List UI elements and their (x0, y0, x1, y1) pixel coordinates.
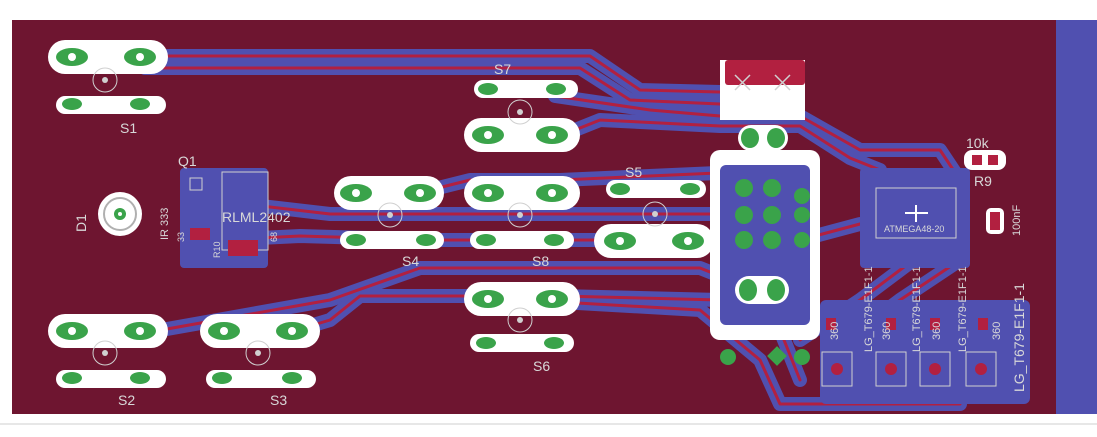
s8-label: S8 (532, 253, 549, 269)
s3-label: S3 (270, 392, 287, 408)
ic-label: ATMEGA48-20 (884, 224, 944, 234)
r360a-label: 360 (829, 322, 841, 340)
switch-s1: S1 (48, 40, 168, 136)
s2-label: S2 (118, 392, 135, 408)
connector-x-marks (734, 74, 791, 91)
q1-area: Q1 RLML2402 33 68 R10 (176, 153, 291, 258)
r68-label: 68 (269, 232, 279, 242)
switch-s8: S8 (464, 176, 580, 269)
led3-label: LG_T679-E1F1-1 (957, 266, 969, 352)
board-edge-strip (1056, 20, 1097, 414)
ic-u1: ATMEGA48-20 (875, 187, 957, 239)
s6-label: S6 (533, 358, 550, 374)
led2-label: LG_T679-E1F1-1 (911, 266, 923, 352)
s4-label: S4 (402, 253, 419, 269)
switch-s7: S7 (464, 61, 580, 152)
r10-label: R10 (212, 241, 222, 258)
connector-header-red (725, 60, 805, 85)
led1-label: LG_T679-E1F1-1 (863, 266, 875, 352)
r9-label: R9 (974, 173, 992, 189)
led4-label: LG_T679-E1F1-1 (1011, 283, 1027, 392)
r360d-label: 360 (991, 322, 1003, 340)
s5-label: S5 (625, 164, 642, 180)
rlml-label: RLML2402 (222, 209, 291, 225)
s1-label: S1 (120, 120, 137, 136)
led-row: LG_T679-E1F1-1 LG_T679-E1F1-1 LG_T679-E1… (821, 266, 1027, 392)
switches: S1 S2 S3 (48, 40, 714, 408)
switch-s5: S5 (594, 164, 714, 258)
r360c-label: 360 (931, 322, 943, 340)
ir-led-d1: D1 IR 333 (73, 192, 171, 240)
switch-s6: S6 (464, 282, 580, 374)
r360b-label: 360 (881, 322, 893, 340)
switch-s3: S3 (200, 314, 320, 408)
isp-header (720, 125, 810, 366)
r33-label: 33 (176, 232, 186, 242)
d1-label: D1 (73, 214, 89, 232)
ir-label: IR 333 (159, 208, 171, 240)
s7-label: S7 (494, 61, 511, 77)
r10k-label: 10k (966, 135, 990, 151)
r9-area: 10k R9 100nF (964, 135, 1023, 236)
switch-s4: S4 (334, 176, 444, 269)
r100nf-label: 100nF (1011, 205, 1023, 236)
q1-label: Q1 (178, 153, 197, 169)
switch-s2: S2 (48, 314, 168, 408)
